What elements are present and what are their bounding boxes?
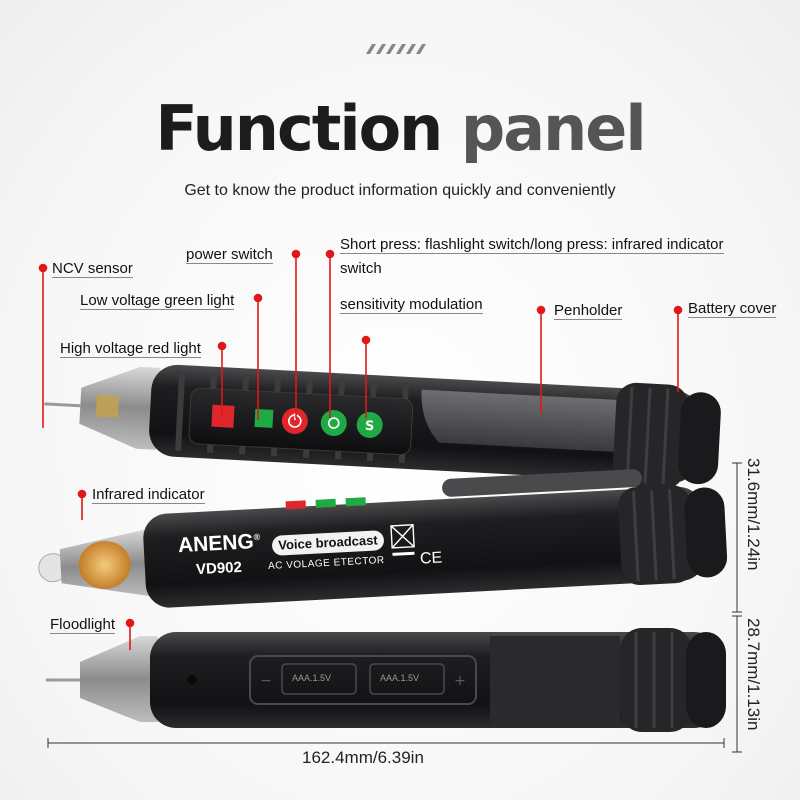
callout-floodlight: Floodlight: [50, 616, 116, 634]
callout-low-voltage-green: Low voltage green light: [80, 292, 235, 310]
callout-sensitivity: sensitivity modulation: [340, 296, 483, 314]
callout-leaders: [38, 249, 683, 650]
svg-text:−: −: [260, 673, 272, 689]
battery-label-left: AAA.1.5V: [292, 673, 332, 683]
brand-name: ANENG: [177, 530, 255, 558]
callout-short-press-line2: switch: [340, 260, 382, 277]
ce-mark: CE: [419, 549, 443, 568]
model-number: VD902: [195, 558, 243, 579]
registered-mark: ®: [253, 531, 261, 543]
pen-bottom: − +: [46, 628, 726, 732]
title-part-1: Function: [155, 92, 443, 165]
decorative-stripes: [366, 44, 426, 54]
battery-label-right: AAA.1.5V: [380, 673, 420, 683]
page-title: Function panel: [0, 92, 800, 165]
callout-battery-cover: Battery cover: [688, 300, 777, 318]
callout-ncv-sensor: NCV sensor: [52, 260, 133, 278]
callout-high-voltage-red: High voltage red light: [60, 340, 201, 358]
svg-text:S: S: [365, 419, 375, 434]
dimension-lines: [47, 462, 742, 753]
height-dimension-top: 31.6mm/1.24in: [744, 458, 763, 571]
title-part-2: panel: [460, 92, 647, 165]
height-dimension-bottom: 28.7mm/1.13in: [744, 618, 763, 731]
callout-short-press-line1: Short press: flashlight switch/long pres…: [340, 236, 724, 254]
svg-text:+: +: [454, 673, 466, 689]
page-subtitle: Get to know the product information quic…: [184, 182, 616, 199]
callout-penholder: Penholder: [554, 302, 623, 320]
brand-logo: ANENG®: [177, 530, 261, 558]
pen-top: S: [44, 364, 721, 489]
callout-power-switch: power switch: [186, 246, 273, 264]
callout-infrared-indicator: Infrared indicator: [92, 486, 205, 504]
pen-middle: [38, 469, 728, 608]
length-dimension: 162.4mm/6.39in: [302, 748, 424, 767]
